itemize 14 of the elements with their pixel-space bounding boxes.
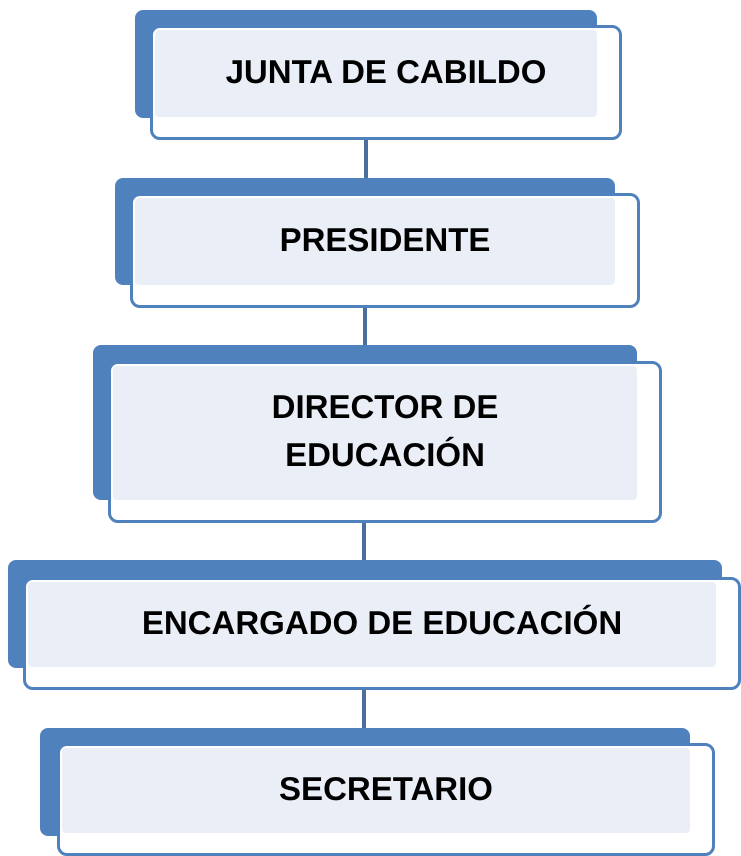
position-title: ENCARGADO DE EDUCACIÓN [142, 602, 622, 643]
position-title: DIRECTOR DE EDUCACIÓN [270, 387, 500, 475]
position-title: PRESIDENTE [280, 220, 490, 260]
connector-line [364, 140, 368, 178]
position-title: SECRETARIO [279, 768, 493, 809]
connector-line [363, 308, 367, 345]
org-box [23, 577, 741, 690]
position-title: JUNTA DE CABILDO [226, 52, 546, 92]
org-box [130, 193, 640, 308]
org-box [108, 361, 662, 523]
connector-line [362, 523, 366, 560]
org-box [150, 25, 622, 140]
org-box [57, 743, 715, 856]
connector-line [362, 690, 366, 728]
